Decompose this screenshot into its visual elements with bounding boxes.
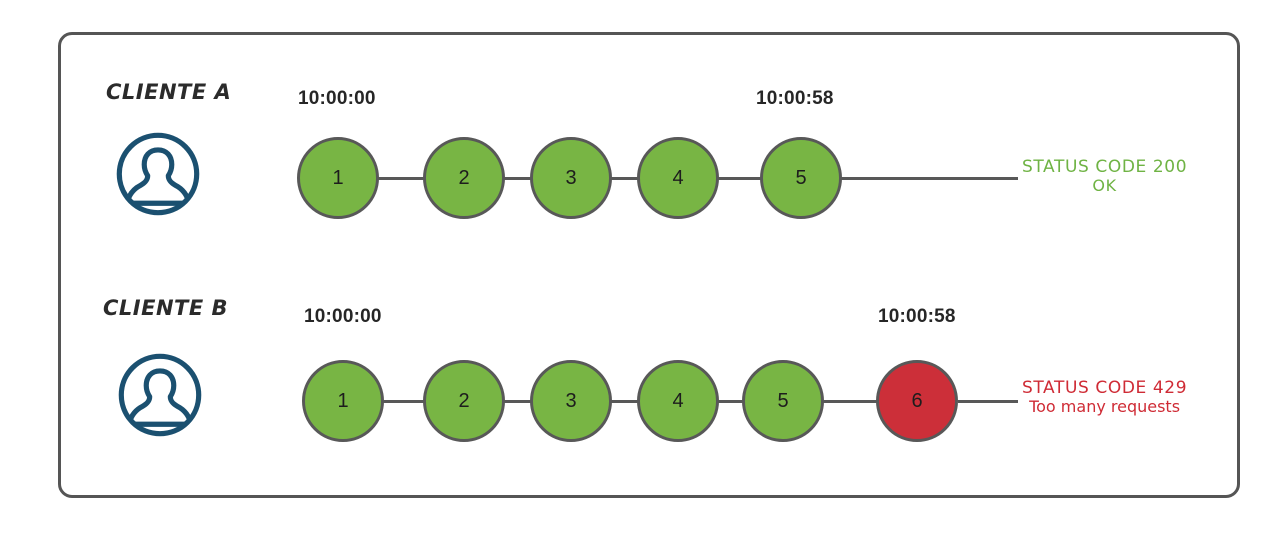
request-node-b-6[interactable]: 6 xyxy=(876,360,958,442)
request-node-a-4[interactable]: 4 xyxy=(637,137,719,219)
connector-a-3-4 xyxy=(610,177,640,180)
request-node-label: 1 xyxy=(337,390,349,412)
status-code-a: STATUS CODE 200 xyxy=(1022,157,1188,177)
request-node-label: 2 xyxy=(458,167,470,189)
request-node-a-5[interactable]: 5 xyxy=(760,137,842,219)
connector-b-2-3 xyxy=(503,400,533,403)
request-node-b-1[interactable]: 1 xyxy=(302,360,384,442)
request-node-b-4[interactable]: 4 xyxy=(637,360,719,442)
connector-a-tail xyxy=(838,177,1018,180)
request-node-label: 3 xyxy=(565,390,577,412)
request-node-label: 3 xyxy=(565,167,577,189)
connector-b-1-2 xyxy=(381,400,426,403)
request-node-a-2[interactable]: 2 xyxy=(423,137,505,219)
status-text-a: OK xyxy=(1092,176,1117,196)
timestamp-a-end: 10:00:58 xyxy=(756,88,834,109)
request-node-a-3[interactable]: 3 xyxy=(530,137,612,219)
connector-a-1-2 xyxy=(376,177,426,180)
request-node-label: 4 xyxy=(672,390,684,412)
request-node-a-1[interactable]: 1 xyxy=(297,137,379,219)
connector-a-2-3 xyxy=(503,177,533,180)
request-node-label: 6 xyxy=(911,390,923,412)
connector-b-tail xyxy=(958,400,1018,403)
request-node-label: 1 xyxy=(332,167,344,189)
request-node-label: 4 xyxy=(672,167,684,189)
status-badge-a: STATUS CODE 200 OK xyxy=(1022,157,1187,196)
client-label-a: CLIENTE A xyxy=(106,80,232,104)
timestamp-a-start: 10:00:00 xyxy=(298,88,376,109)
request-node-label: 2 xyxy=(458,390,470,412)
status-badge-b: STATUS CODE 429 Too many requests xyxy=(1022,378,1187,417)
request-node-b-3[interactable]: 3 xyxy=(530,360,612,442)
connector-b-4-5 xyxy=(717,400,745,403)
request-node-b-2[interactable]: 2 xyxy=(423,360,505,442)
user-avatar-icon xyxy=(115,131,201,217)
status-code-b: STATUS CODE 429 xyxy=(1022,378,1188,398)
connector-b-5-6 xyxy=(822,400,878,403)
connector-b-3-4 xyxy=(610,400,640,403)
timestamp-b-start: 10:00:00 xyxy=(304,306,382,327)
timestamp-b-end: 10:00:58 xyxy=(878,306,956,327)
request-node-label: 5 xyxy=(777,390,789,412)
user-avatar-icon xyxy=(117,352,203,438)
connector-a-4-5 xyxy=(717,177,762,180)
request-node-b-5[interactable]: 5 xyxy=(742,360,824,442)
request-node-label: 5 xyxy=(795,167,807,189)
status-text-b: Too many requests xyxy=(1029,397,1181,417)
client-label-b: CLIENTE B xyxy=(103,296,229,320)
